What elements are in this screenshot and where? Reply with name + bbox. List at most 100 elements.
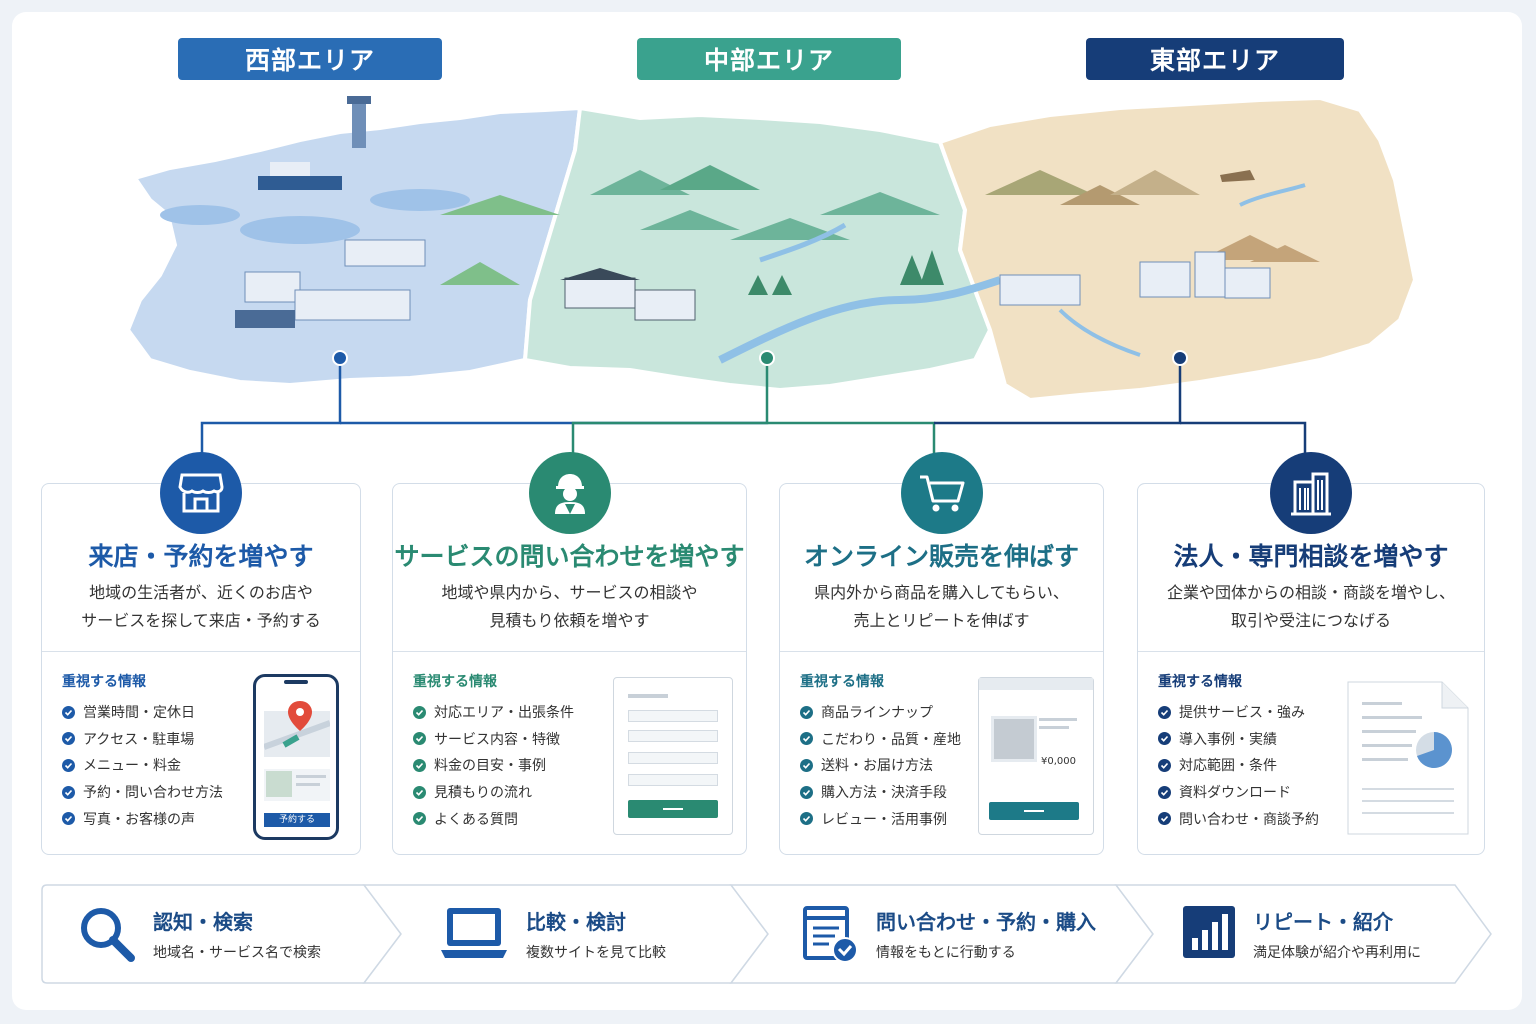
list-item: 導入事例・実績 [1158, 726, 1319, 753]
list-item: こだわり・品質・産地 [800, 726, 961, 753]
check-icon [413, 758, 426, 772]
product-page-illustration: ¥0,000 [978, 677, 1094, 835]
check-icon [800, 812, 813, 826]
card-description: 企業や団体からの相談・商談を増やし、取引や受注につなげる [1166, 583, 1455, 630]
card-item-list: 提供サービス・強み 導入事例・実績 対応範囲・条件 資料ダウンロード 問い合わせ… [1158, 699, 1319, 832]
flow-step-title: 比較・検討 [526, 910, 626, 934]
region-label-central: 中部エリア [637, 38, 901, 80]
check-icon [1158, 732, 1171, 746]
region-map [125, 95, 1418, 455]
check-icon [800, 705, 813, 719]
product-price: ¥0,000 [1041, 756, 1076, 767]
list-item: レビュー・活用事例 [800, 805, 961, 832]
check-icon [413, 705, 426, 719]
card-title: サービスの問い合わせを増やす [394, 542, 745, 571]
list-item: 料金の目安・事例 [413, 752, 574, 779]
check-icon [1158, 785, 1171, 799]
card-divider [780, 651, 1103, 652]
card-store-visit: 来店・予約を増やす 地域の生活者が、近くのお店やサービスを探して来店・予約する … [41, 452, 361, 855]
list-item: 対応エリア・出張条件 [413, 699, 574, 726]
flow-step-compare: 比較・検討 複数サイトを見て比較 [391, 884, 731, 984]
check-icon [413, 812, 426, 826]
region-label-west: 西部エリア [178, 38, 442, 80]
office-building-icon [1291, 472, 1331, 516]
check-icon [62, 732, 75, 746]
shopping-cart-icon [919, 475, 964, 512]
check-icon [62, 812, 75, 826]
east-area-map [937, 95, 1418, 403]
check-icon [62, 758, 75, 772]
check-icon [1158, 812, 1171, 826]
flow-step-desc: 情報をもとに行動する [876, 945, 1016, 961]
service-worker-icon [554, 474, 585, 514]
list-item: 営業時間・定休日 [62, 699, 223, 726]
flow-step-awareness: 認知・検索 地域名・サービス名で検索 [41, 884, 371, 984]
card-title: オンライン販売を伸ばす [803, 542, 1079, 571]
card-sub-label: 重視する情報 [413, 674, 497, 690]
search-icon [81, 908, 135, 962]
list-item: よくある質問 [413, 805, 574, 832]
card-online-sales: オンライン販売を伸ばす 県内外から商品を購入してもらい、売上とリピートを伸ばす … [779, 452, 1104, 855]
list-item: 見積もりの流れ [413, 779, 574, 806]
card-icon-circle [160, 452, 242, 534]
check-icon [1158, 705, 1171, 719]
card-item-list: 対応エリア・出張条件 サービス内容・特徴 料金の目安・事例 見積もりの流れ よく… [413, 699, 574, 832]
card-divider [1138, 651, 1484, 652]
flow-step-desc: 地域名・サービス名で検索 [153, 945, 321, 961]
list-item: 送料・お届け方法 [800, 752, 961, 779]
check-icon [800, 732, 813, 746]
card-title: 法人・専門相談を増やす [1173, 542, 1449, 571]
list-item: 提供サービス・強み [1158, 699, 1319, 726]
map-pin-icon [264, 701, 330, 757]
card-item-list: 営業時間・定休日 アクセス・駐車場 メニュー・料金 予約・問い合わせ方法 写真・… [62, 699, 223, 832]
card-sub-label: 重視する情報 [800, 674, 884, 690]
list-item: 対応範囲・条件 [1158, 752, 1319, 779]
check-icon [413, 785, 426, 799]
check-icon [413, 732, 426, 746]
phone-illustration: 予約する [253, 674, 339, 840]
customer-journey-flow: 認知・検索 地域名・サービス名で検索 比較・検討 複数サイトを見て比較 問い合わ… [41, 884, 1493, 984]
flow-step-repeat: リピート・紹介 満足体験が紹介や再利用に [1141, 884, 1491, 984]
region-label-east: 東部エリア [1086, 38, 1344, 80]
card-divider [393, 651, 746, 652]
card-sub-label: 重視する情報 [1158, 674, 1242, 690]
check-icon [62, 785, 75, 799]
flow-step-title: 認知・検索 [153, 910, 253, 934]
flow-step-action: 問い合わせ・予約・購入 情報をもとに行動する [761, 884, 1141, 984]
check-icon [800, 785, 813, 799]
list-item: アクセス・駐車場 [62, 726, 223, 753]
card-item-list: 商品ラインナップ こだわり・品質・産地 送料・お届け方法 購入方法・決済手段 レ… [800, 699, 961, 832]
check-icon [800, 758, 813, 772]
central-area-map [522, 105, 993, 393]
card-icon-circle [528, 452, 611, 534]
document-chart-illustration [1346, 680, 1470, 836]
card-divider [42, 651, 360, 652]
form-illustration [613, 677, 733, 835]
check-icon [62, 705, 75, 719]
card-sub-label: 重視する情報 [62, 674, 146, 690]
card-description: 県内外から商品を購入してもらい、売上とリピートを伸ばす [814, 583, 1069, 630]
flow-step-desc: 満足体験が紹介や再利用に [1253, 945, 1421, 961]
storefront-icon [178, 473, 224, 513]
card-corporate-consult: 法人・専門相談を増やす 企業や団体からの相談・商談を増やし、取引や受注につなげる… [1137, 452, 1485, 855]
list-item: 写真・お客様の声 [62, 805, 223, 832]
card-title: 来店・予約を増やす [88, 542, 314, 571]
list-item: 資料ダウンロード [1158, 779, 1319, 806]
list-item: サービス内容・特徴 [413, 726, 574, 753]
reserve-button: 予約する [264, 813, 330, 827]
list-item: メニュー・料金 [62, 752, 223, 779]
list-item: 問い合わせ・商談予約 [1158, 805, 1319, 832]
card-icon-circle [900, 452, 983, 534]
pie-chart-icon [1347, 681, 1469, 835]
list-item: 商品ラインナップ [800, 699, 961, 726]
flow-step-desc: 複数サイトを見て比較 [526, 945, 666, 961]
form-check-icon [803, 906, 858, 963]
list-item: 購入方法・決済手段 [800, 779, 961, 806]
list-item: 予約・問い合わせ方法 [62, 779, 223, 806]
flow-step-title: リピート・紹介 [1253, 910, 1393, 934]
flow-step-title: 問い合わせ・予約・購入 [876, 910, 1096, 934]
card-description: 地域や県内から、サービスの相談や見積もり依頼を増やす [441, 583, 698, 630]
check-icon [1158, 758, 1171, 772]
card-service-inquiry: サービスの問い合わせを増やす 地域や県内から、サービスの相談や見積もり依頼を増や… [392, 452, 747, 855]
card-icon-circle [1270, 452, 1352, 534]
